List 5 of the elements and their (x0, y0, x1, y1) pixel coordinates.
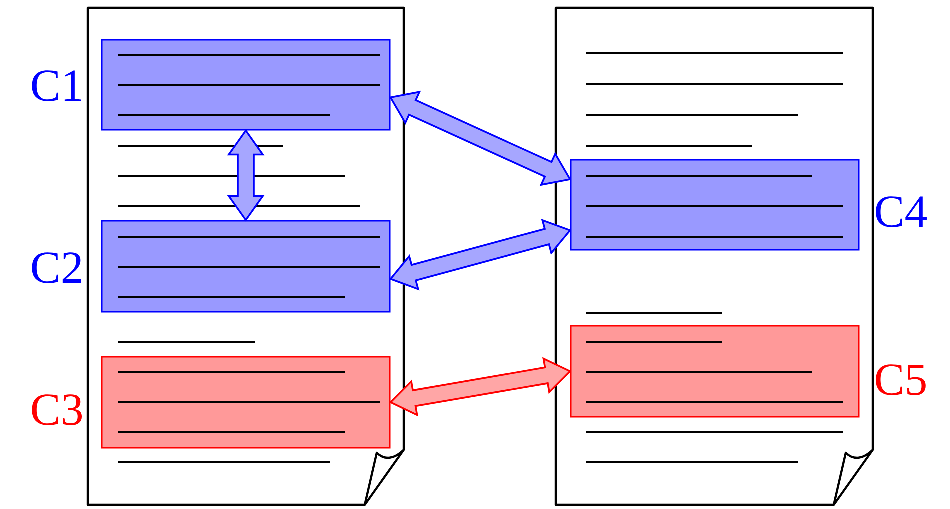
block-label: C3 (32, 394, 82, 426)
block-label: C5 (876, 364, 926, 396)
block-label: C2 (32, 252, 82, 284)
block-label: C1 (32, 70, 82, 102)
block-label: C4 (876, 196, 927, 228)
